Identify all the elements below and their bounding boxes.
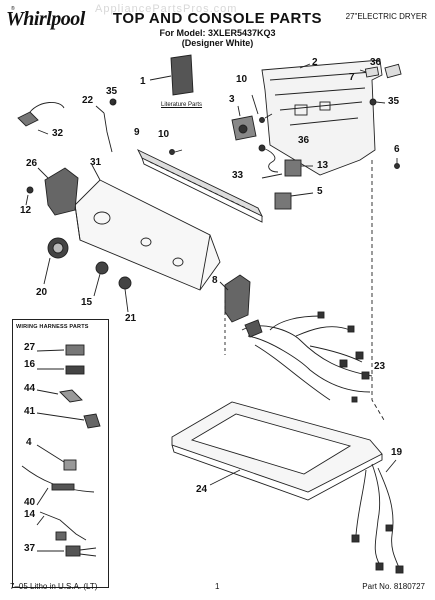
model-line: For Model: 3XLER5437KQ3 (159, 28, 276, 38)
callout-32: 32 (52, 128, 64, 139)
callout-19: 19 (391, 447, 403, 458)
switch (274, 192, 292, 210)
wire-lead (21, 465, 95, 493)
callout-1: 1 (140, 76, 146, 87)
console-panel (74, 179, 221, 291)
callout-2: 2 (312, 57, 318, 68)
literature-parts-label: Literature Parts (161, 102, 203, 108)
wire-connector (65, 545, 81, 557)
wiring-harness-title: WIRING HARNESS PARTS (16, 324, 89, 330)
callout-13: 13 (317, 160, 329, 171)
callout-20: 20 (36, 287, 48, 298)
callout-24: 24 (196, 484, 208, 495)
callout-36-b: 36 (370, 57, 382, 68)
callout-15: 15 (81, 297, 93, 308)
whirlpool-logo: Whirlpool (6, 8, 85, 30)
screw (259, 117, 265, 123)
callout-16: 16 (24, 359, 36, 370)
variant-line: (Designer White) (181, 38, 254, 48)
terminal-block (65, 365, 85, 375)
callout-31: 31 (90, 157, 102, 168)
screw (394, 163, 400, 169)
literature-booklet (170, 54, 194, 96)
panel-slot (319, 101, 331, 111)
screw (369, 98, 377, 106)
callout-44: 44 (24, 383, 36, 394)
footer-litho: 7–05 Litho in U.S.A. (LT) (10, 582, 98, 591)
panel-knob-hole (93, 211, 111, 225)
selector-knob (118, 276, 132, 290)
callout-3: 3 (229, 94, 235, 105)
right-end-cap (224, 274, 251, 323)
callout-6: 6 (394, 144, 400, 155)
callout-22: 22 (82, 95, 94, 106)
clip-part (364, 66, 380, 78)
callout-10-b: 10 (158, 129, 170, 140)
screw (169, 149, 175, 155)
callout-10-a: 10 (236, 74, 248, 85)
console-back-panel (261, 59, 383, 176)
callout-23: 23 (374, 361, 386, 372)
screw (26, 186, 34, 194)
callout-37: 37 (24, 543, 36, 554)
panel-slot (294, 104, 308, 116)
footer-part-number: Part No. 8180727 (362, 582, 425, 591)
wire-nut (63, 459, 77, 471)
main-wire-harness (241, 311, 373, 403)
wire-connector (65, 344, 85, 356)
callout-8: 8 (212, 275, 218, 286)
callout-12: 12 (20, 205, 32, 216)
harness-wire (29, 102, 65, 113)
panel-knob-hole (172, 257, 184, 267)
callout-33: 33 (232, 170, 244, 181)
switch (284, 159, 302, 177)
wire-lead (261, 147, 279, 173)
watermark-text: AppliancePartsPros.com (95, 3, 238, 15)
registered-mark: ® (11, 6, 15, 12)
console-bracket (137, 149, 263, 217)
callout-27: 27 (24, 342, 36, 353)
callout-41: 41 (24, 406, 36, 417)
wire-clip (83, 413, 101, 429)
cable-tie (39, 511, 87, 541)
page-title: TOP AND CONSOLE PARTS (112, 10, 323, 27)
callout-40: 40 (24, 497, 36, 508)
wiring-harness-box (12, 319, 109, 588)
callout-35-a: 35 (106, 86, 118, 97)
callout-4: 4 (26, 437, 32, 448)
terminal (59, 389, 83, 403)
tie-part (384, 63, 402, 79)
selector-knob (95, 261, 109, 275)
left-end-cap (44, 167, 79, 216)
callout-5: 5 (317, 186, 323, 197)
callout-26: 26 (26, 158, 38, 169)
callout-14: 14 (24, 509, 36, 520)
panel-knob-hole (140, 237, 152, 247)
bracket-clip (103, 112, 113, 153)
lower-wire-harness (351, 459, 404, 574)
product-type: 27"ELECTRIC DRYER (345, 12, 427, 21)
callout-36-a: 36 (298, 135, 310, 146)
callout-21: 21 (125, 313, 137, 324)
footer-page-number: 1 (215, 582, 220, 591)
callout-7: 7 (349, 72, 355, 83)
callout-9: 9 (134, 127, 140, 138)
callout-35-b: 35 (388, 96, 400, 107)
harness-plug (17, 111, 39, 127)
